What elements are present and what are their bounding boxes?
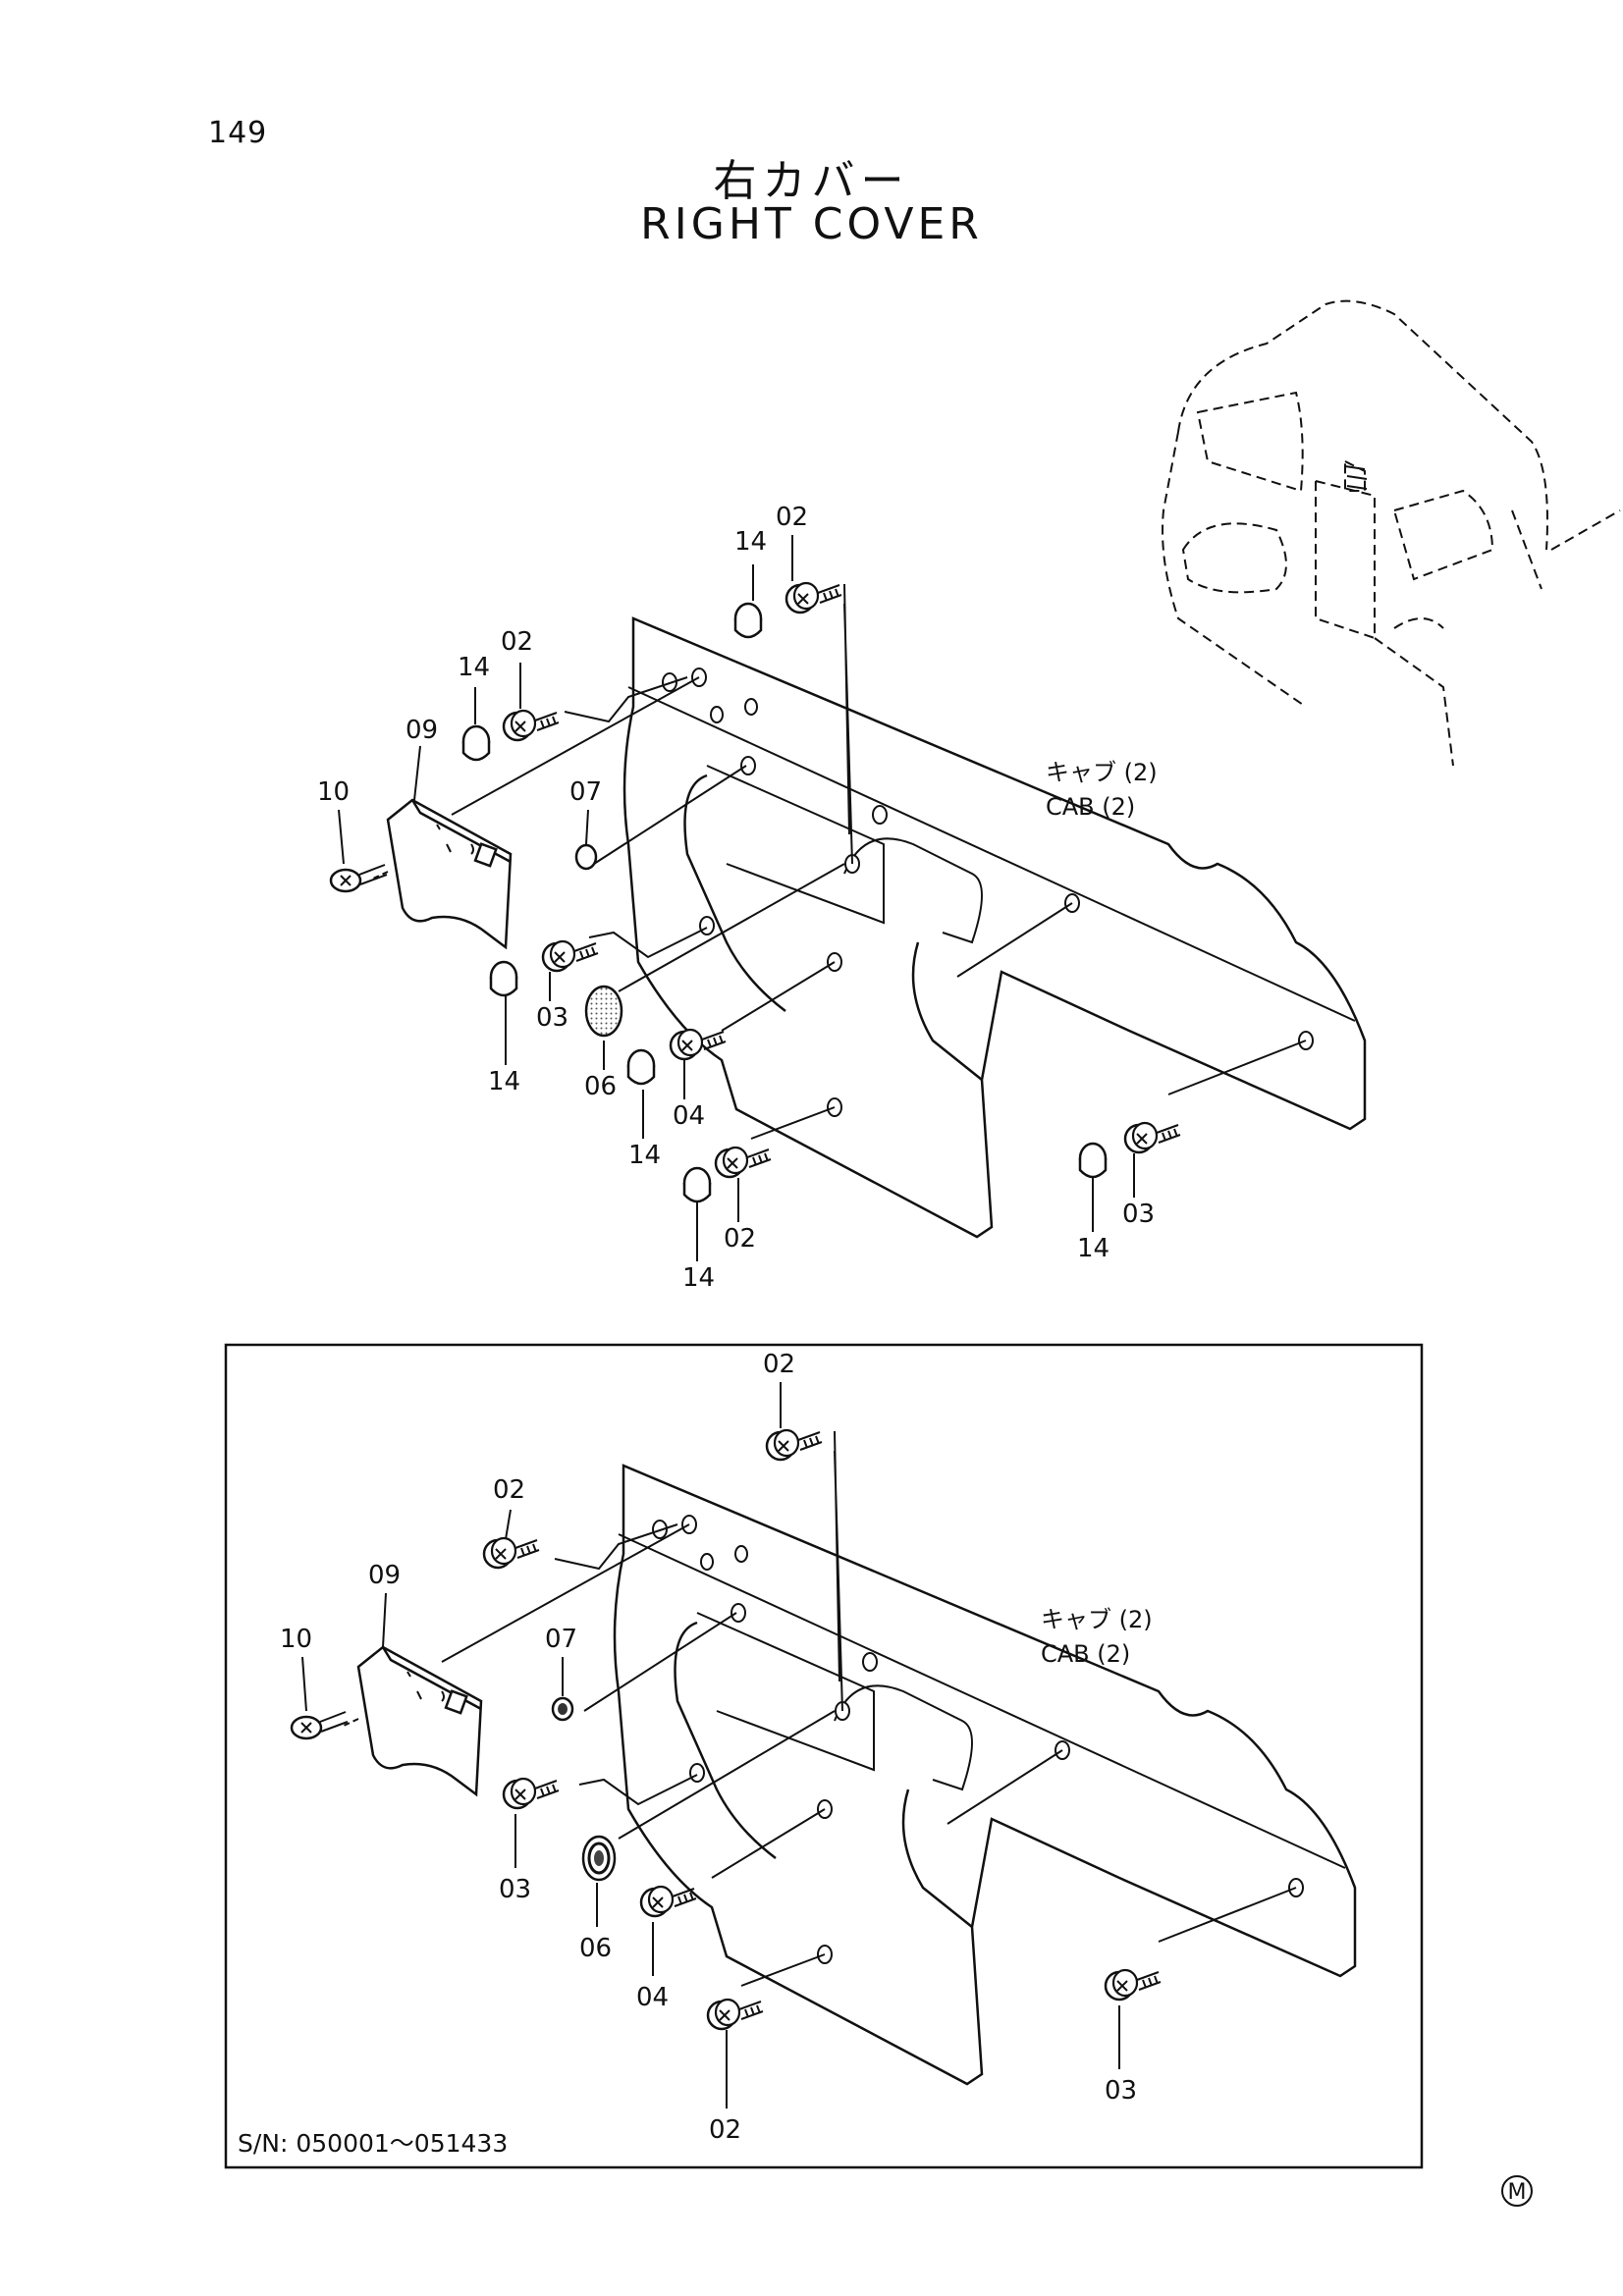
page-number: 149 [208,116,268,150]
cab-label-jp: キャブ (2) [1041,1606,1153,1633]
callout-label: 14 [734,527,767,557]
bolt-icon [714,1146,773,1179]
callout-label: 02 [501,627,533,657]
latch-icon [1344,465,1368,490]
callout-label: 14 [682,1263,715,1293]
upper-cover-panel [622,616,1367,1239]
cap-icon [489,960,518,997]
callout-label: 02 [709,2115,741,2145]
grommet-icon [551,1696,574,1722]
callout-label: 02 [724,1224,756,1254]
bolt-icon [502,709,561,742]
upper-callout-ticks [338,535,1135,1261]
callout-label: 03 [499,1875,531,1904]
callout-label: 06 [579,1934,612,1963]
callout-label: 02 [776,503,808,532]
plug-icon [581,1835,617,1882]
cab-label-jp: キャブ (2) [1046,759,1158,786]
screw-icon [290,1711,349,1740]
callout-label: 14 [1077,1234,1109,1263]
callout-label: 02 [763,1350,795,1379]
cap-icon [626,1048,656,1086]
bracket-part-09 [386,798,513,950]
cab-sketch [1162,299,1621,767]
bolt-icon [502,1777,561,1810]
bolt-icon [1104,1968,1163,2002]
callout-label: 14 [488,1067,520,1096]
screw-icon [329,864,388,893]
bolt-icon [541,939,600,973]
upper-leader-lines [451,583,1307,1140]
callout-label: 04 [673,1101,705,1131]
circled-m-mark [1501,2175,1533,2207]
title-japanese: 右カバー [713,156,910,206]
bolt-icon [765,1428,824,1462]
serial-range: S/N: 050001～051433 [238,2129,508,2158]
callout-label: 03 [536,1003,568,1033]
callout-label: 07 [545,1625,577,1654]
bolt-icon [706,1998,765,2031]
cab-label-en: CAB (2) [1046,793,1135,821]
callout-label: 10 [317,777,350,807]
callout-label: 10 [280,1625,312,1654]
bolt-icon [482,1536,541,1570]
grommet-icon [574,843,598,871]
bracket-part-09 [356,1645,483,1797]
lower-leader-lines [441,1430,1297,1987]
callout-label: 14 [628,1141,661,1170]
serial-variant-frame [224,1343,1424,2169]
cap-icon [733,602,763,639]
callout-label: 14 [458,653,490,682]
callout-label: 04 [636,1983,669,2012]
lower-cover-panel [613,1464,1357,2086]
lower-callout-ticks [301,1382,1120,2109]
circled-m-letter: M [1508,2180,1527,2205]
callout-label: 09 [406,716,438,745]
cab-label-en: CAB (2) [1041,1640,1130,1668]
bolt-icon [639,1885,698,1918]
plug-icon [584,985,623,1038]
callout-label: 03 [1122,1200,1155,1229]
cap-icon [682,1166,712,1203]
callout-label: 07 [569,777,602,807]
callout-label: 02 [493,1475,525,1505]
callout-label: 03 [1105,2076,1137,2106]
title-english: RIGHT COVER [640,199,983,249]
upper-callouts: 02 14 02 14 09 10 07 14 03 06 14 04 14 0… [317,503,1155,1293]
upper-panel-holes [662,667,1314,1117]
bolt-icon [1123,1121,1182,1154]
callout-label: 06 [584,1072,617,1101]
callout-label: 09 [368,1561,401,1590]
cap-icon [461,724,491,762]
bolt-icon [784,581,843,614]
cap-icon [1078,1142,1108,1179]
